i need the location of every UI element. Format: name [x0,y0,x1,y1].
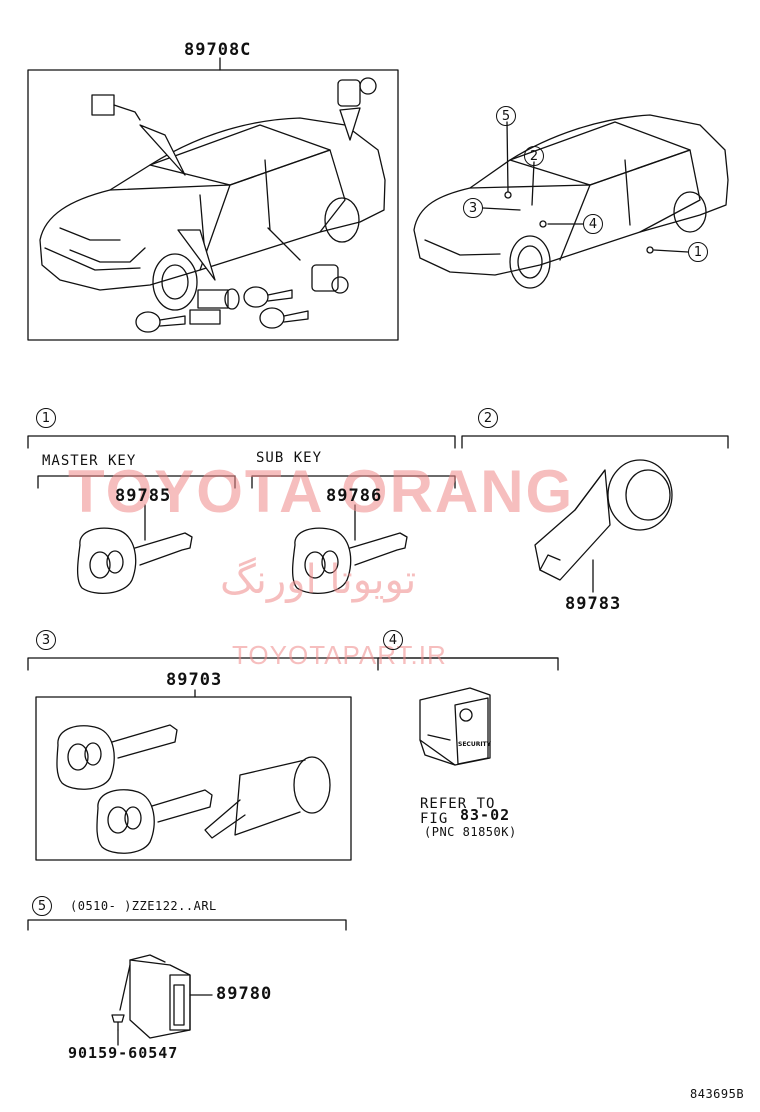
section3-part-number: 89703 [166,670,223,690]
bolt-part-number: 90159-60547 [68,1044,179,1062]
illustration-code: 843695B [690,1087,745,1101]
section1-brackets [27,435,456,541]
section2-number: 2 [478,408,498,428]
locator-callout: 4 [583,214,603,234]
section3-number: 3 [36,630,56,650]
master-key-drawing [76,527,193,595]
master-key-part-number: 89785 [115,486,172,506]
master-key-label: MASTER KEY [42,453,137,469]
refer-to-label: REFER TO [420,796,496,812]
locator-callout: 3 [463,198,483,218]
sub-key-drawing [291,527,408,595]
assembly-part-number: 89708C [184,40,252,60]
section5-part-number: 89780 [216,984,273,1004]
section4-drawing [377,657,559,766]
section2-drawing [461,435,729,593]
section4-number: 4 [383,630,403,650]
section1-number: 1 [36,408,56,428]
assembly-components [91,77,377,333]
sub-key-label: SUB KEY [256,450,323,466]
refer-fig-label: FIG [420,811,449,827]
sub-key-part-number: 89786 [326,486,383,506]
car-illustration-right [413,114,729,289]
section5-condition: (0510- )ZZE122..ARL [70,899,217,913]
locator-callout: 5 [496,106,516,126]
watermark-main: TOYOTA ORANG [68,458,575,525]
assembly-frame [27,69,399,341]
section2-part-number: 89783 [565,594,622,614]
security-switch-label: SECURITY [458,741,491,748]
locator-callout: 1 [688,242,708,262]
section5-drawing [27,919,347,1046]
car-illustration-left [39,117,386,311]
watermark-url: TOYOTAPART.IR [232,640,447,670]
refer-pnc: (PNC 81850K) [424,825,517,839]
watermark-persian: تویوتا اورنگ [220,557,417,603]
locator-callout: 2 [524,146,544,166]
section5-number: 5 [32,896,52,916]
refer-fig-number: 83-02 [460,806,511,824]
